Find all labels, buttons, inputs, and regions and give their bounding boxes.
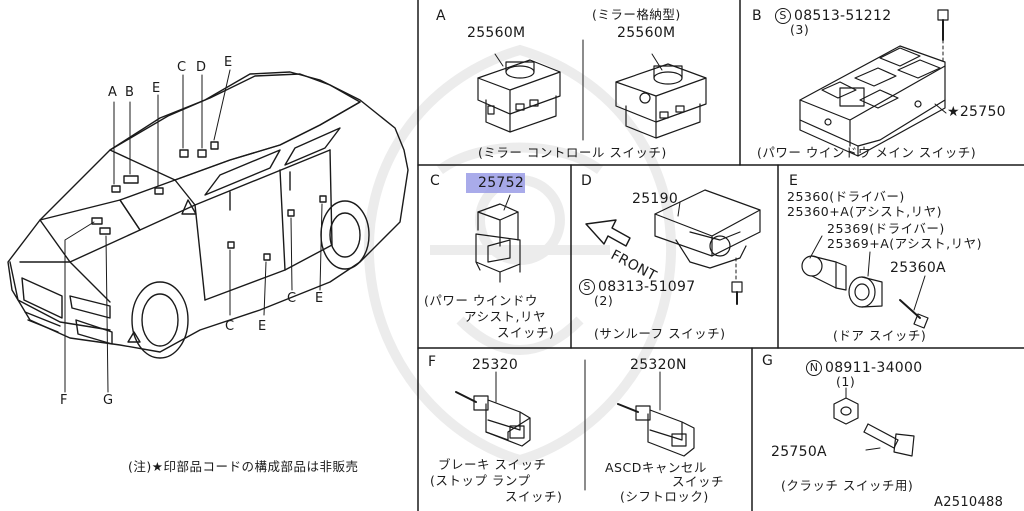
part-number-highlight [466, 173, 525, 193]
mirror-switch-left-drawing [477, 53, 561, 133]
car-callout-c-rear-door: C [287, 291, 297, 306]
car-callout-f: F [60, 393, 68, 408]
panel-f-caption-left-3: スイッチ) [505, 489, 563, 504]
screw-symbol-d-icon: S [579, 279, 595, 295]
panel-f-caption-right-3: (シフトロック) [620, 489, 709, 504]
assist-window-switch-drawing [475, 194, 521, 283]
car-callout-c-upper: C [177, 60, 187, 75]
panel-g-caption: (クラッチ スイッチ用) [781, 478, 914, 493]
panel-e-line4: 25369+A(アシスト,リヤ) [827, 236, 983, 251]
panel-a-type-note: (ミラー格納型) [592, 7, 681, 22]
car-callout-a: A [108, 85, 117, 100]
panel-b-screw-qty: (3) [790, 22, 810, 37]
panel-a-letter: A [436, 8, 446, 24]
ascd-switch-drawing [617, 371, 695, 457]
panel-f-part-right: 25320N [630, 357, 687, 373]
car-callout-e-upper: E [152, 81, 161, 96]
car-drawing [7, 69, 409, 393]
panel-a-part-right: 25560M [617, 25, 676, 41]
footnote: (注)★印部品コードの構成部品は非販売 [128, 459, 359, 474]
panel-f-caption-left-2: (ストップ ランプ [430, 473, 531, 488]
door-switch-drawing [801, 235, 929, 329]
panel-g-part: 25750A [771, 444, 827, 460]
car-callout-b: B [125, 85, 134, 100]
panel-e-line3: 25369(ドライバー) [827, 221, 945, 236]
car-callout-g: G [103, 393, 114, 408]
panel-f-caption-left-1: ブレーキ スイッチ [438, 457, 547, 472]
car-callout-e-rear-door: E [315, 291, 324, 306]
nut-symbol-icon: N [806, 360, 822, 376]
screw-symbol-icon: S [775, 8, 791, 24]
panel-b-screw-part: 08513-51212 [794, 8, 892, 24]
panel-e-part-a: 25360A [890, 260, 946, 276]
panel-g-letter: G [762, 353, 773, 369]
panel-c-caption-line1: (パワー ウインドウ [424, 293, 538, 308]
window-main-switch-drawing [799, 9, 949, 157]
panel-f-caption-right-1: ASCDキャンセル [605, 460, 707, 475]
panel-f-part-left: 25320 [472, 357, 519, 373]
panel-d-screw-qty: (2) [594, 293, 614, 308]
panel-e-caption: (ドア スイッチ) [833, 328, 927, 343]
car-callout-e-front-door: E [258, 319, 267, 334]
clutch-switch-bolt-drawing [833, 387, 915, 457]
panel-g-nut-part: 08911-34000 [825, 360, 923, 376]
panel-f-letter: F [428, 354, 437, 370]
panel-c-caption-line2: アシスト,リヤ [464, 309, 546, 324]
panel-borders [417, 0, 1024, 511]
panel-e-line1: 25360(ドライバー) [787, 189, 905, 204]
panel-c-caption-line3: スイッチ) [497, 325, 555, 340]
panel-d-letter: D [581, 173, 592, 189]
panel-e-line2: 25360+A(アシスト,リヤ) [787, 204, 943, 219]
mirror-switch-right-drawing [615, 53, 707, 139]
car-callout-c-front-door: C [225, 319, 235, 334]
panel-c-letter: C [430, 173, 440, 189]
car-callout-d: D [196, 60, 207, 75]
panel-b-part: ★25750 [947, 104, 1006, 120]
car-callout-e-roof: E [224, 55, 233, 70]
panel-a-caption: (ミラー コントロール スイッチ) [478, 145, 667, 160]
panel-d-caption: (サンルーフ スイッチ) [594, 326, 726, 341]
panel-a-part-left: 25560M [467, 25, 526, 41]
panel-d-screw-part: 08313-51097 [598, 279, 696, 295]
figure-id: A2510488 [934, 495, 1004, 510]
panel-e-letter: E [789, 173, 798, 189]
panel-d-part: 25190 [632, 191, 679, 207]
sunroof-switch-drawing [585, 189, 761, 305]
panel-c-part: 25752 [478, 175, 525, 191]
panel-g-nut-qty: (1) [836, 374, 856, 389]
panel-b-letter: B [752, 8, 762, 24]
panel-b-caption: (パワー ウインドウ メイン スイッチ) [757, 145, 977, 160]
panel-f-caption-right-2: スイッチ [672, 474, 725, 489]
brake-switch-drawing [455, 371, 531, 447]
